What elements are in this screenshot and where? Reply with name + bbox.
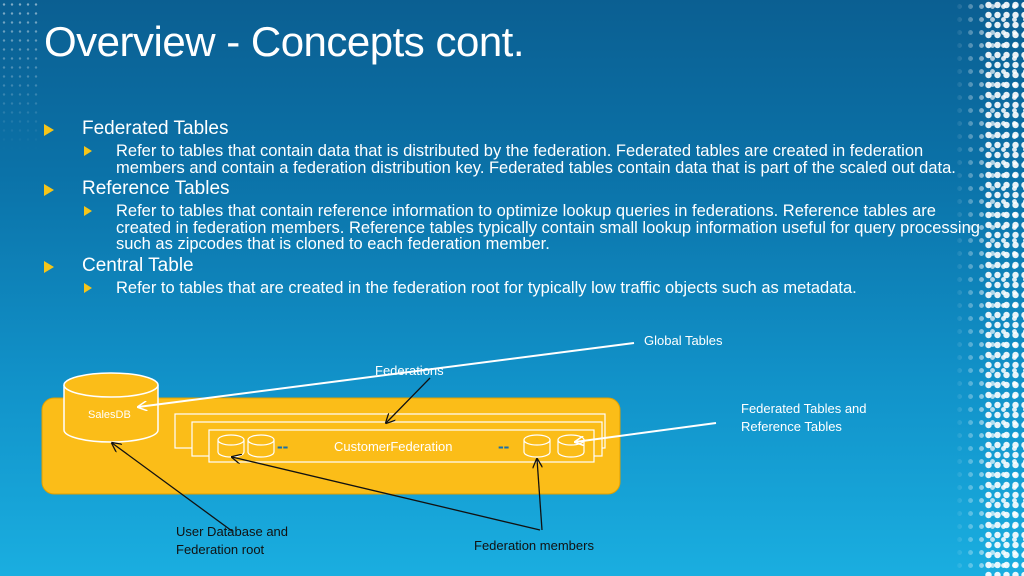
bullet-heading: Central Table — [82, 254, 194, 276]
bullet-central-table: Central Table — [44, 255, 994, 277]
member-cylinder-icon — [523, 434, 551, 458]
bullet-arrow-icon — [44, 260, 54, 273]
customer-federation-label: CustomerFederation — [334, 439, 453, 454]
bullet-list: Federated Tables Refer to tables that co… — [44, 116, 994, 296]
bullet-federated-tables: Federated Tables — [44, 118, 994, 140]
federated-reference-label-line1: Federated Tables and — [741, 401, 867, 416]
arrow-federated-reference — [575, 422, 717, 442]
arrow-member-left — [232, 457, 541, 531]
member-cylinder-icon — [557, 434, 585, 458]
sub-bullet-arrow-icon — [84, 146, 92, 156]
salesdb-cylinder-icon — [63, 372, 159, 443]
sub-bullet-arrow-icon — [84, 282, 92, 293]
sub-bullet-federated-tables: Refer to tables that contain data that i… — [44, 143, 994, 176]
arrow-global-tables — [138, 342, 635, 407]
global-tables-label: Global Tables — [644, 333, 723, 348]
bullet-arrow-icon — [44, 184, 54, 196]
sub-bullet-text: Refer to tables that are created in the … — [116, 278, 857, 297]
federated-reference-label-line2: Reference Tables — [741, 419, 842, 434]
user-database-label-line1: User Database and — [176, 524, 288, 539]
bullet-arrow-icon — [44, 124, 54, 136]
bullet-heading: Federated Tables — [82, 118, 229, 139]
arrow-federations — [386, 377, 431, 423]
dash-left: -- — [277, 437, 288, 456]
member-cylinder-icon — [217, 434, 245, 458]
decorative-dot-pattern-edge — [984, 0, 1024, 576]
dash-right: -- — [498, 437, 509, 456]
sub-bullet-reference-tables: Refer to tables that contain reference i… — [44, 203, 994, 253]
sub-bullet-text: Refer to tables that contain data that i… — [116, 142, 956, 177]
arrow-member-right — [537, 459, 543, 531]
decorative-dot-pattern-left — [0, 0, 40, 150]
member-cylinder-icon — [247, 434, 275, 458]
user-database-label-line2: Federation root — [176, 542, 265, 557]
federation-members-label: Federation members — [474, 538, 594, 553]
arrow-user-database — [112, 443, 233, 532]
slide-title: Overview - Concepts cont. — [44, 18, 525, 65]
sub-bullet-central-table: Refer to tables that are created in the … — [44, 278, 994, 297]
bullet-heading: Reference Tables — [82, 178, 230, 199]
sub-bullet-text: Refer to tables that contain reference i… — [116, 202, 980, 253]
sub-bullet-arrow-icon — [84, 206, 92, 216]
salesdb-label: SalesDB — [88, 409, 131, 421]
bullet-reference-tables: Reference Tables — [44, 178, 994, 200]
